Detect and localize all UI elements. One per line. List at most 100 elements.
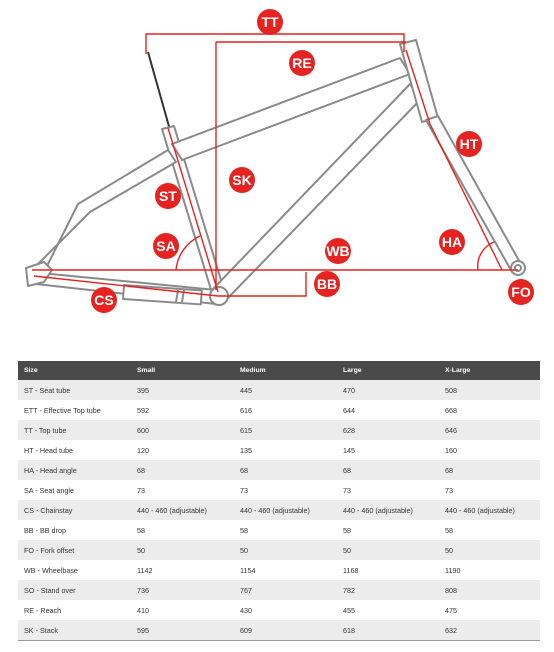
cell-large: 1168 (343, 565, 359, 575)
svg-text:SA: SA (156, 238, 175, 254)
st-line (167, 127, 219, 293)
header-small: Small (137, 367, 156, 374)
badge-bb: BB (314, 271, 340, 297)
svg-text:HA: HA (442, 234, 462, 250)
cell-medium: 68 (240, 465, 248, 475)
svg-text:WB: WB (326, 243, 349, 259)
svg-text:BB: BB (317, 276, 337, 292)
cell-medium: 609 (234, 620, 337, 641)
cell-large: 68 (343, 465, 351, 475)
cell-small: 600 (137, 425, 149, 435)
cell-large: 455 (343, 605, 355, 615)
cell-large: 644 (343, 405, 355, 415)
cell-x-large: 808 (445, 585, 457, 595)
row-label: FO - Fork offset (24, 545, 75, 555)
cell-x-large: 68 (445, 465, 453, 475)
cell-x-large: 508 (445, 385, 457, 395)
header-size: Size (24, 367, 38, 374)
badge-sa: SA (153, 233, 179, 259)
cell-small: 68 (137, 465, 145, 475)
bike-geometry-diagram: TT RE HT SK ST SA WB HA (25, 9, 534, 313)
cell-small: 736 (137, 585, 149, 595)
badge-ht: HT (456, 131, 482, 157)
dimension-lines (32, 33, 518, 297)
row-label: BB - BB drop (24, 525, 66, 535)
cell-medium: 58 (240, 525, 248, 535)
cell-medium: 430 (240, 605, 252, 615)
badge-sk: SK (229, 167, 255, 193)
cell-large: 782 (343, 585, 355, 595)
svg-text:TT: TT (261, 14, 279, 30)
cell-medium: 616 (240, 405, 252, 415)
cell-medium: 50 (240, 545, 248, 555)
cell-medium: 1154 (240, 565, 256, 575)
rear-dropout-plate (25, 261, 53, 287)
cell-x-large: 1190 (445, 565, 461, 575)
cell-small: 120 (137, 445, 149, 455)
table-row: WB - Wheelbase 1142 1154 1168 1190 (18, 560, 540, 580)
cell-small: 73 (137, 485, 145, 495)
cell-x-large: 632 (439, 620, 540, 641)
cell-small: 410 (137, 605, 149, 615)
table-row: ETT - Effective Top tube 592 616 644 668 (18, 400, 540, 420)
row-label: SA - Seat angle (24, 485, 74, 495)
badge-re: RE (289, 50, 315, 76)
cell-medium: 767 (240, 585, 252, 595)
cell-x-large: 668 (445, 405, 457, 415)
badge-wb: WB (325, 238, 351, 264)
bike-frame (25, 39, 526, 306)
table-header-row: Size Small Medium Large X-Large (18, 361, 540, 380)
cell-small: 592 (137, 405, 149, 415)
cell-x-large: 160 (445, 445, 457, 455)
svg-text:ST: ST (159, 188, 177, 204)
header-large: Large (343, 367, 362, 374)
cell-large: 440 - 460 (adjustable) (343, 505, 413, 515)
cell-small: 440 - 460 (adjustable) (137, 505, 207, 515)
cell-large: 73 (343, 485, 351, 495)
seatpost (147, 51, 171, 131)
row-label: HA - Head angle (24, 465, 77, 475)
cell-small: 595 (131, 620, 234, 641)
svg-text:CS: CS (94, 292, 113, 308)
row-label: ST - Seat tube (24, 385, 71, 395)
svg-text:HT: HT (460, 136, 479, 152)
fork-axis (429, 123, 503, 271)
row-label: ETT - Effective Top tube (24, 405, 101, 415)
table-row: ST - Seat tube 395 445 470 508 (18, 380, 540, 400)
header-medium: Medium (240, 367, 266, 374)
svg-text:SK: SK (232, 172, 251, 188)
row-label: TT - Top tube (24, 425, 67, 435)
ht-line (405, 49, 431, 125)
badge-ha: HA (439, 229, 465, 255)
svg-text:RE: RE (292, 55, 311, 71)
svg-text:FO: FO (511, 284, 531, 300)
cell-large: 470 (343, 385, 355, 395)
cell-small: 58 (137, 525, 145, 535)
header-x-large: X-Large (445, 367, 471, 374)
bb-line (218, 272, 307, 297)
cell-small: 395 (137, 385, 149, 395)
cell-medium: 445 (240, 385, 252, 395)
cell-small: 50 (137, 545, 145, 555)
cell-large: 145 (343, 445, 355, 455)
row-label: RE - Reach (24, 605, 62, 615)
cs-line (33, 275, 219, 297)
sa-arc (175, 235, 201, 271)
cell-x-large: 73 (445, 485, 453, 495)
badge-tt: TT (257, 9, 283, 35)
tt-line (145, 33, 405, 54)
row-label: SK - Stack (18, 620, 131, 641)
cell-small: 1142 (137, 565, 153, 575)
row-label: WB - Wheelbase (24, 565, 78, 575)
cell-large: 628 (343, 425, 355, 435)
cell-medium: 73 (240, 485, 248, 495)
badge-cs: CS (91, 287, 117, 313)
badge-st: ST (155, 183, 181, 209)
cell-x-large: 440 - 460 (adjustable) (445, 505, 515, 515)
